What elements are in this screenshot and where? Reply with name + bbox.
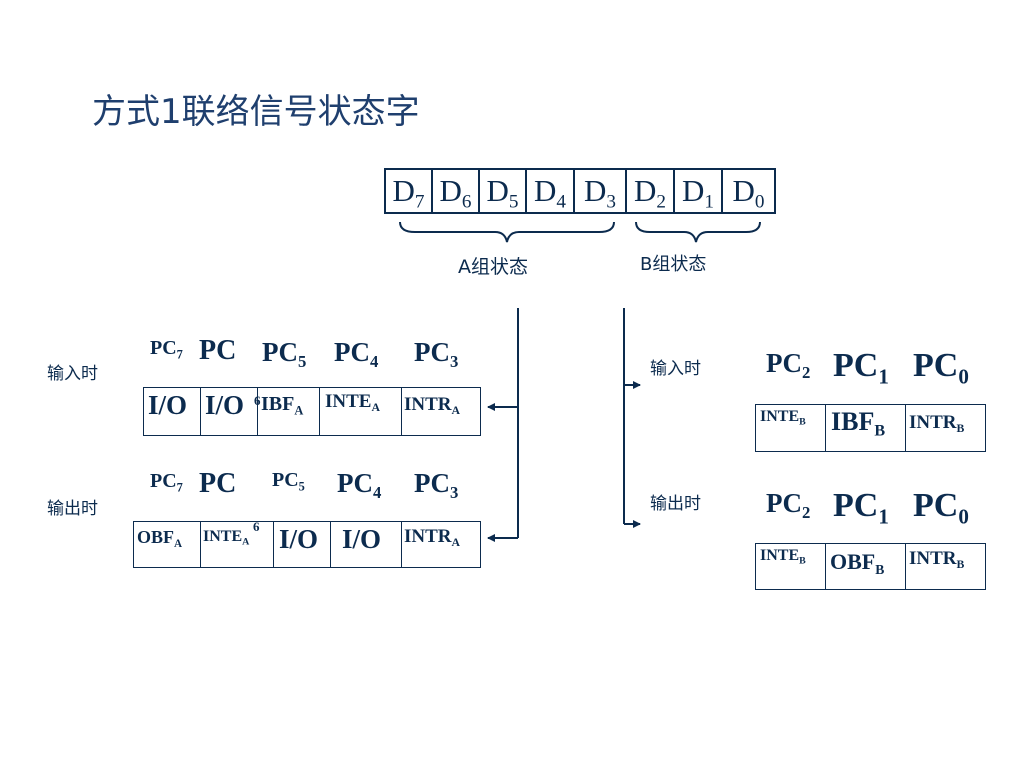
bit-d6: D6 (431, 168, 480, 214)
a-output-pin-pc6: PC (199, 468, 237, 499)
b-input-cell-pc2: INTEB (755, 404, 826, 452)
b-input-cell-pc0: INTRB (905, 404, 986, 452)
b-output-cell-pc0: INTRB (905, 543, 986, 590)
b-input-cell-pc1: IBFB (825, 404, 906, 452)
bit-d3: D3 (573, 168, 627, 214)
a-input-label: 输入时 (47, 364, 98, 384)
b-input-pin-pc0: PC0 (913, 347, 969, 389)
bit-d2: D2 (625, 168, 675, 214)
a-output-cell-pc6: INTEA (200, 521, 274, 568)
b-output-pin-pc0: PC0 (913, 487, 969, 529)
bit-d0: D0 (721, 168, 776, 214)
a-output-pin-pc6-sub: 6 (253, 519, 260, 534)
b-output-cell-pc2: INTEB (755, 543, 826, 590)
a-input-cell-pc6: I/O (200, 387, 258, 436)
a-input-pin-pc7: PC7 (150, 337, 183, 362)
b-input-pin-pc1: PC1 (833, 347, 889, 389)
b-output-label: 输出时 (650, 494, 701, 514)
a-output-cell-pc7: OBFA (133, 521, 201, 568)
a-input-pin-pc4: PC4 (334, 337, 379, 371)
a-input-cell-pc3: INTRA (401, 387, 481, 436)
a-output-cell-pc4: I/O (330, 521, 402, 568)
a-output-pin-pc7: PC7 (150, 470, 183, 495)
a-output-pin-pc4: PC4 (337, 468, 382, 502)
bit-d4: D4 (525, 168, 575, 214)
a-output-cell-pc5: I/O (273, 521, 331, 568)
b-input-label: 输入时 (650, 359, 701, 379)
b-output-cell-pc1: OBFB (825, 543, 906, 590)
a-input-pin-pc3: PC3 (414, 337, 459, 371)
a-input-pin-pc5: PC5 (262, 337, 307, 371)
bit-d1: D1 (673, 168, 723, 214)
a-output-label: 输出时 (47, 499, 98, 519)
bit-d7: D7 (384, 168, 433, 214)
a-input-cell-pc4: INTEA (319, 387, 402, 436)
a-output-cell-pc3: INTRA (401, 521, 481, 568)
b-output-pin-pc2: PC2 (766, 488, 811, 522)
brace-b (635, 221, 761, 243)
a-input-cell-pc5: IBFA (257, 387, 320, 436)
a-output-pin-pc5: PC5 (272, 469, 305, 494)
b-output-pin-pc1: PC1 (833, 487, 889, 529)
page-title: 方式1联络信号状态字 (92, 92, 420, 132)
b-input-pin-pc2: PC2 (766, 348, 811, 382)
group-a-label: A组状态 (458, 256, 528, 278)
bit-d5: D5 (478, 168, 527, 214)
a-output-pin-pc3: PC3 (414, 468, 459, 502)
a-input-cell-pc7: I/O (143, 387, 201, 436)
a-input-pin-pc6: PC (199, 335, 237, 366)
group-b-label: B组状态 (640, 254, 707, 275)
brace-a (399, 221, 615, 243)
